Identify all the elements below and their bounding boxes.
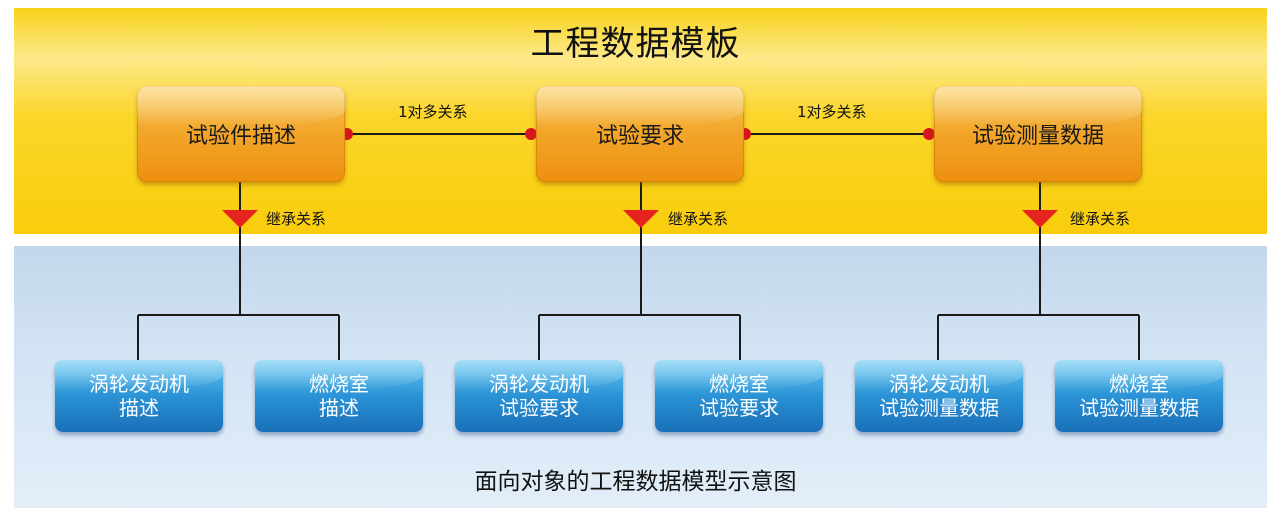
subclass-line2: 试验要求 bbox=[499, 396, 579, 420]
relation-label-1: 1对多关系 bbox=[398, 103, 468, 121]
subclass-box: 涡轮发动机 描述 bbox=[55, 360, 223, 432]
class-box-test-requirement: 试验要求 bbox=[536, 86, 744, 182]
inherit-label-1: 继承关系 bbox=[266, 210, 327, 228]
subclass-line1: 燃烧室 bbox=[709, 372, 769, 396]
subclass-line1: 燃烧室 bbox=[309, 372, 369, 396]
diagram-caption: 面向对象的工程数据模型示意图 bbox=[474, 469, 797, 495]
class-box-test-piece: 试验件描述 bbox=[137, 86, 345, 182]
connector-dot bbox=[923, 128, 935, 140]
subclass-line2: 描述 bbox=[319, 396, 359, 420]
connector-dot bbox=[525, 128, 537, 140]
subclass-box: 涡轮发动机 试验要求 bbox=[455, 360, 623, 432]
subclass-box: 燃烧室 试验测量数据 bbox=[1055, 360, 1223, 432]
subclass-box: 燃烧室 试验要求 bbox=[655, 360, 823, 432]
diagram-title: 工程数据模板 bbox=[530, 24, 741, 64]
subclass-line2: 试验测量数据 bbox=[879, 396, 999, 420]
subclass-box: 涡轮发动机 试验测量数据 bbox=[855, 360, 1023, 432]
inherit-arrow-icon bbox=[1022, 210, 1058, 228]
inherit-label-3: 继承关系 bbox=[1070, 210, 1131, 228]
inherit-arrow-icon bbox=[623, 210, 659, 228]
class-label: 试验件描述 bbox=[185, 124, 296, 149]
class-label: 试验测量数据 bbox=[971, 124, 1104, 149]
subclass-box: 燃烧室 描述 bbox=[255, 360, 423, 432]
subclass-line2: 描述 bbox=[119, 396, 159, 420]
inherit-label-2: 继承关系 bbox=[668, 210, 729, 228]
subclass-line1: 涡轮发动机 bbox=[89, 372, 189, 396]
relation-label-2: 1对多关系 bbox=[797, 103, 867, 121]
inherit-arrow-icon bbox=[222, 210, 258, 228]
subclass-line1: 涡轮发动机 bbox=[489, 372, 589, 396]
subclass-line1: 燃烧室 bbox=[1109, 372, 1169, 396]
subclass-line2: 试验要求 bbox=[699, 396, 779, 420]
class-box-measurement-data: 试验测量数据 bbox=[934, 86, 1142, 182]
subclass-line2: 试验测量数据 bbox=[1079, 396, 1199, 420]
class-label: 试验要求 bbox=[595, 124, 684, 149]
subclass-line1: 涡轮发动机 bbox=[889, 372, 989, 396]
